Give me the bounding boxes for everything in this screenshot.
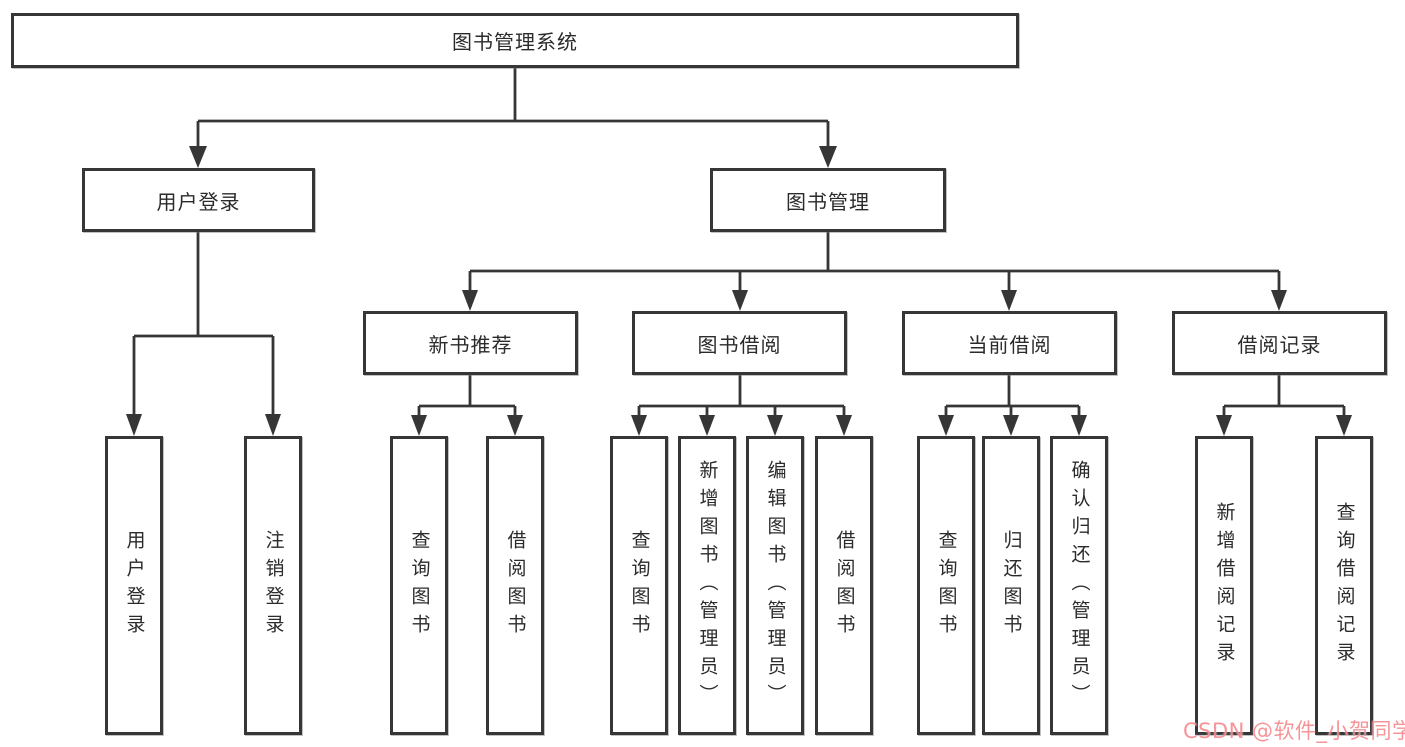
node-current-borrowing-label: 当前借阅 — [967, 332, 1052, 357]
leaf-borrow-books-recommend-label: 借阅图书 — [504, 529, 527, 642]
leaf-user-login-label: 用户登录 — [123, 529, 146, 642]
node-library-system-label: 图书管理系统 — [452, 30, 578, 54]
leaf-query-books-current: 查询图书 — [917, 436, 975, 735]
node-borrowing-records-label: 借阅记录 — [1237, 332, 1322, 357]
leaf-borrow-books-label: 借阅图书 — [833, 529, 856, 642]
leaf-query-borrow-record-label: 查询借阅记录 — [1333, 501, 1356, 670]
leaf-query-books-recommend-label: 查询图书 — [408, 529, 431, 642]
node-book-borrowing-label: 图书借阅 — [697, 332, 782, 357]
leaf-add-borrow-record-label: 新增借阅记录 — [1213, 501, 1236, 670]
node-book-management: 图书管理 — [710, 168, 946, 232]
leaf-query-books-borrowing-label: 查询图书 — [628, 529, 651, 642]
leaf-confirm-return-admin-label: 确认归还（管理员） — [1068, 459, 1091, 712]
leaf-logout: 注销登录 — [244, 436, 302, 735]
leaf-logout-label: 注销登录 — [262, 529, 285, 642]
leaf-borrow-books-recommend: 借阅图书 — [486, 436, 544, 735]
node-borrowing-records: 借阅记录 — [1172, 311, 1387, 375]
node-book-management-label: 图书管理 — [786, 189, 870, 214]
leaf-borrow-books: 借阅图书 — [815, 436, 873, 735]
leaf-user-login: 用户登录 — [105, 436, 163, 735]
node-user-login: 用户登录 — [82, 168, 315, 232]
leaf-add-borrow-record: 新增借阅记录 — [1195, 436, 1253, 735]
leaf-query-books-recommend: 查询图书 — [390, 436, 448, 735]
node-user-login-label: 用户登录 — [156, 189, 241, 214]
leaf-edit-books-admin-label: 编辑图书（管理员） — [764, 459, 787, 712]
csdn-watermark: CSDN @软件_小贺同学 — [1183, 719, 1405, 743]
node-library-system: 图书管理系统 — [11, 13, 1019, 68]
leaf-add-books-admin: 新增图书（管理员） — [678, 436, 736, 735]
leaf-query-books-current-label: 查询图书 — [935, 529, 958, 642]
leaf-add-books-admin-label: 新增图书（管理员） — [696, 459, 719, 712]
node-book-borrowing: 图书借阅 — [632, 311, 847, 375]
node-new-book-recommendation-label: 新书推荐 — [428, 332, 513, 357]
node-current-borrowing: 当前借阅 — [902, 311, 1117, 375]
leaf-return-books-label: 归还图书 — [1000, 529, 1023, 642]
leaf-query-books-borrowing: 查询图书 — [610, 436, 668, 735]
node-new-book-recommendation: 新书推荐 — [363, 311, 578, 375]
arrowheads — [126, 146, 1352, 436]
leaf-edit-books-admin: 编辑图书（管理员） — [746, 436, 804, 735]
leaf-return-books: 归还图书 — [982, 436, 1040, 735]
leaf-confirm-return-admin: 确认归还（管理员） — [1050, 436, 1108, 735]
leaf-query-borrow-record: 查询借阅记录 — [1315, 436, 1373, 735]
